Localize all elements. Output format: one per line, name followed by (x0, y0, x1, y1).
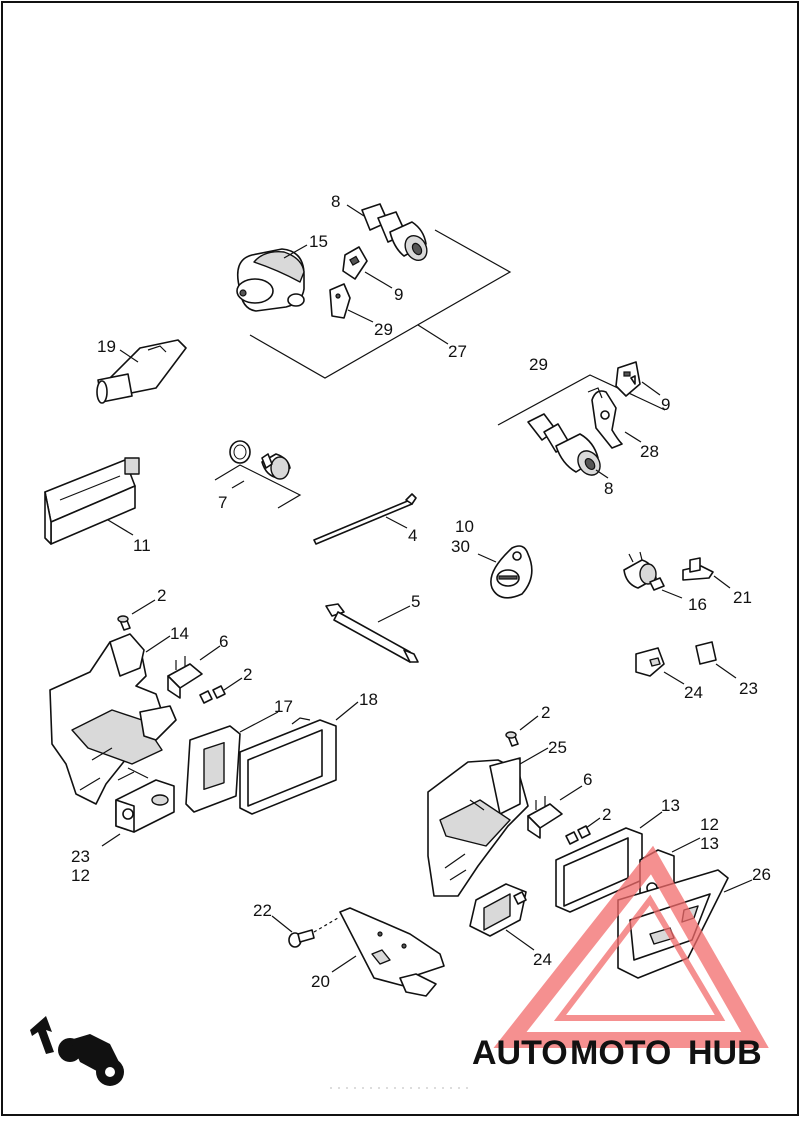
part-19-connector (96, 339, 187, 404)
part-16-switch (623, 551, 665, 591)
callout-2-left-top: 2 (157, 586, 166, 605)
front-direction-arrow-icon (30, 1016, 54, 1054)
part-10-30-key-fob (490, 545, 533, 599)
callout-16: 16 (688, 595, 707, 614)
part-29-key-top (329, 283, 351, 319)
part-7-plug-oring (229, 440, 291, 480)
part-20-bracket-bottom (339, 907, 445, 997)
callout-26: 26 (752, 865, 771, 884)
part-15-ignition-housing (236, 248, 305, 312)
callout-13-left: 12 (71, 866, 90, 885)
watermark-auto: AUTO (472, 1034, 568, 1072)
callout-12-right: 12 (700, 815, 719, 834)
callout-20: 20 (311, 972, 330, 991)
part-24-fuse-holder-right (469, 883, 527, 937)
callout-29-top: 29 (374, 320, 393, 339)
callout-2-right-top: 2 (541, 703, 550, 722)
callout-23-left: 18 (359, 690, 378, 709)
callout-6-right: 6 (583, 770, 592, 789)
part-25-bracket-right (427, 757, 529, 897)
callout-8-right: 8 (604, 479, 613, 498)
part-2-screws-right (565, 825, 591, 845)
part-8-lock-cylinder-right (527, 413, 601, 476)
part-18-fuse (695, 641, 717, 665)
callout-7: 7 (218, 493, 227, 512)
callout-22: 22 (253, 901, 272, 920)
watermark-logo (493, 845, 769, 1048)
callout-9-right: 9 (661, 395, 670, 414)
part-4-cable-tie (313, 493, 417, 545)
callout-6-left: 6 (219, 632, 228, 651)
part-12-13-block-left (115, 779, 175, 833)
part-11-module (44, 457, 140, 545)
part-9-key-top (342, 246, 368, 280)
callout-5: 5 (411, 592, 420, 611)
part-6-relay-left (167, 656, 203, 699)
callout-2-right: 2 (602, 805, 611, 824)
callout-21: 21 (733, 588, 752, 607)
part-8-lock-cylinder-top (361, 203, 428, 262)
watermark-hub: HUB (688, 1034, 762, 1072)
kit-29-bracket (497, 374, 666, 426)
part-6-relay-right (527, 796, 563, 839)
part-22-push-pin (288, 917, 339, 948)
callout-27: 27 (448, 342, 467, 361)
callout-9-top: 9 (394, 285, 403, 304)
callout-2-left: 2 (243, 665, 252, 684)
part-24-fuse-holder-left (185, 725, 241, 813)
callout-30: 30 (451, 537, 470, 556)
callout-28: 28 (640, 442, 659, 461)
callout-24-left: 17 (274, 697, 293, 716)
callout-15: 15 (309, 232, 328, 251)
callout-10: 10 (455, 517, 474, 536)
motorcycle-silhouette-icon (58, 1034, 124, 1086)
part-21-clip (682, 557, 714, 581)
callout-24-right: 24 (533, 950, 552, 969)
callout-17: 24 (684, 683, 703, 702)
callout-13-right: 13 (700, 834, 719, 853)
part-5-cable-tie-mount (325, 603, 419, 663)
watermark-moto: MOTO (570, 1034, 671, 1072)
part-17-fuse (635, 647, 665, 677)
callout-29-right: 29 (529, 355, 548, 374)
callout-4: 4 (408, 526, 417, 545)
callout-14: 14 (170, 624, 189, 643)
kit-27-bracket (249, 229, 512, 379)
callout-23-right: 13 (661, 796, 680, 815)
callout-12-left: 23 (71, 847, 90, 866)
part-2-screw-right-top (505, 731, 519, 747)
part-23-cover-left (239, 717, 337, 815)
part-9-key-right (615, 361, 641, 397)
callout-19: 19 (97, 337, 116, 356)
part-28-key-right (587, 387, 623, 449)
part-2-screws-left (199, 685, 226, 704)
callout-11: 11 (133, 536, 151, 555)
callout-25: 25 (548, 738, 567, 757)
callout-18: 23 (739, 679, 758, 698)
callout-8-top: 8 (331, 192, 340, 211)
part-2-screw-left-top (117, 615, 131, 631)
part-14-bracket (49, 633, 177, 805)
